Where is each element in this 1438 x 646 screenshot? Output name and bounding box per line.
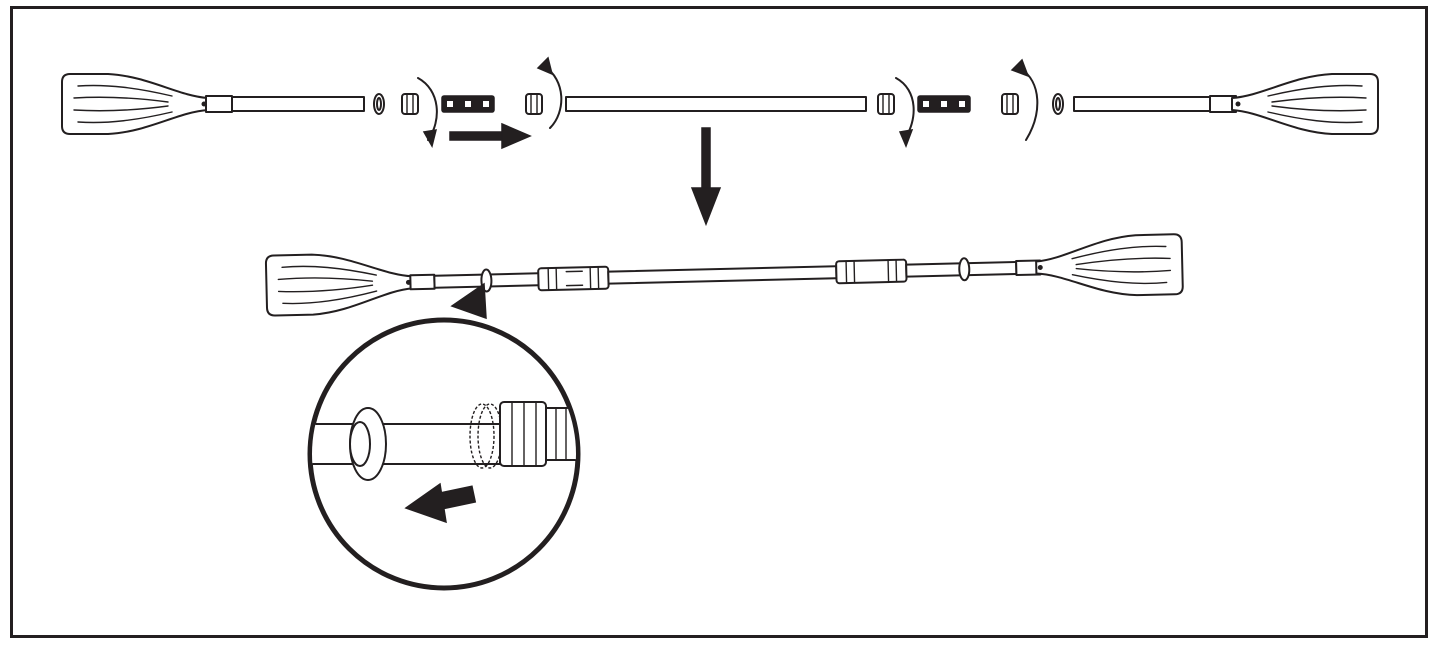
center-shaft bbox=[565, 96, 867, 112]
assembled-paddle bbox=[264, 233, 1184, 317]
slide-arrow-icon bbox=[404, 482, 477, 524]
assembled-connector-left bbox=[537, 265, 610, 292]
rotation-arrow-head bbox=[1010, 58, 1030, 78]
push-arrow-icon bbox=[449, 122, 532, 150]
locking-nut-left-a bbox=[401, 93, 419, 115]
down-arrow-icon bbox=[690, 127, 722, 227]
connector-left bbox=[441, 95, 495, 113]
locking-nut-right-b bbox=[1001, 93, 1019, 115]
locking-nut-right-a bbox=[877, 93, 895, 115]
locking-nut-left-b bbox=[525, 93, 543, 115]
connector-right bbox=[917, 95, 971, 113]
rotation-arrow-head bbox=[898, 129, 914, 149]
right-paddle-blade bbox=[1073, 73, 1379, 135]
callout-pointer bbox=[450, 282, 487, 320]
slide-ring-right bbox=[1052, 93, 1064, 115]
rotation-arrow-icon bbox=[1019, 67, 1039, 141]
slide-ring-left bbox=[373, 93, 385, 115]
detail-ghost-ring bbox=[469, 403, 495, 469]
exploded-parts bbox=[61, 56, 1379, 150]
rotation-arrow-head bbox=[536, 56, 554, 76]
assembled-slide-ring-right bbox=[958, 257, 971, 282]
detail-locking-nut bbox=[499, 401, 576, 467]
assembled-connector-right bbox=[835, 258, 908, 285]
detail-callout bbox=[307, 282, 581, 591]
rotation-arrow-head bbox=[422, 129, 438, 148]
left-paddle-blade bbox=[61, 73, 365, 135]
rotation-arrow-icon bbox=[543, 65, 563, 129]
